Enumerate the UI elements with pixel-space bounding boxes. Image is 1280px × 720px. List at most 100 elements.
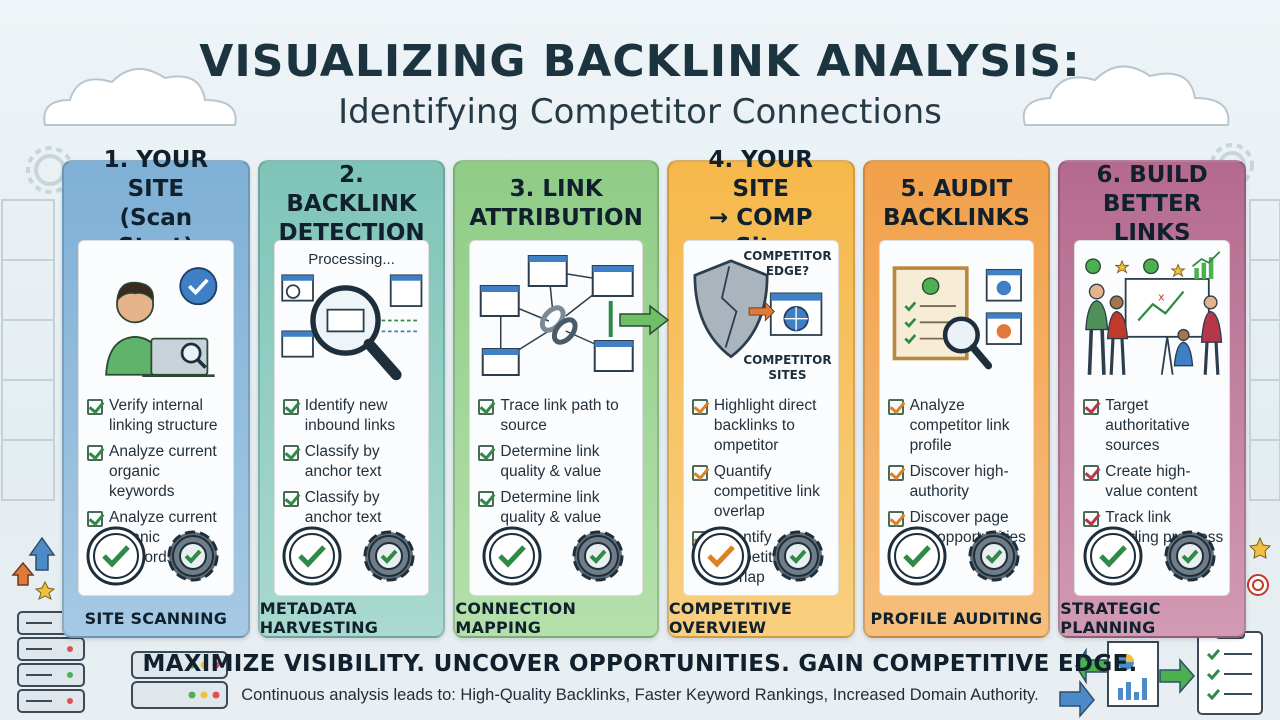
step-panel-competitor-site: 4. YOUR SITE → COMP Site COMPETITOR EDGE…	[666, 147, 855, 638]
certificate-icon	[892, 266, 1022, 370]
svg-text:x: x	[1158, 291, 1165, 304]
gear-check-icon	[363, 530, 415, 582]
step-panel-your-site: 1. YOUR SITE (Scan Start) Verify interna…	[62, 147, 250, 638]
checklist-item: Analyze current organic keywords	[87, 442, 229, 502]
step-badges	[684, 523, 838, 589]
step-body: Analyze competitor link profile Discover…	[878, 240, 1035, 596]
step-title: 4. YOUR SITE → COMP Site	[683, 147, 839, 260]
magnifier-icon	[281, 274, 423, 381]
page-subtitle: Identifying Competitor Connections	[338, 92, 942, 132]
star-right-icon	[1248, 536, 1272, 559]
checkbox-icon	[87, 445, 103, 461]
step-badges	[79, 523, 233, 589]
check-badge-icon	[282, 526, 342, 586]
check-badge-icon	[887, 526, 947, 586]
step-footer-label: PROFILE AUDITING	[870, 608, 1043, 628]
competitor-sites-line2: SITES	[768, 368, 807, 382]
checkbox-icon	[1083, 465, 1100, 481]
checklist-text: Create high-value content	[1105, 463, 1198, 500]
checklist-item: Verify internal linking structure	[87, 396, 229, 436]
checkbox-icon	[887, 511, 904, 527]
checklist-text: Trace link path to source	[500, 397, 619, 434]
step-footer-label: SITE SCANNING	[84, 608, 228, 628]
step-title-line1: 4. YOUR SITE	[708, 147, 813, 202]
checklist-text: Determine link quality & value	[500, 443, 602, 480]
checklist-text: Analyze current organic keywords	[109, 443, 217, 500]
checklist-item: Analyze competitor link profile	[887, 396, 1030, 456]
checklist-text: Identify new inbound links	[304, 397, 396, 434]
target-icon	[1247, 574, 1269, 596]
checklist-text: Determine link quality & value	[500, 489, 602, 526]
step-panel-backlink-detection: 2. BACKLINK DETECTION Processing... Iden…	[257, 160, 446, 638]
arrows-up-left-icon	[11, 536, 56, 600]
checkbox-icon	[478, 445, 495, 461]
checklist-text: Verify internal linking structure	[109, 397, 218, 434]
step-badges	[275, 523, 429, 589]
step-body: COMPETITOR EDGE? COMPETITOR SITES Highli…	[682, 240, 839, 596]
step-panel-build-links: 6. BUILD BETTER LINKS x	[1058, 160, 1246, 638]
step-title: 3. LINK ATTRIBUTION	[469, 172, 642, 236]
step-title-line2: BETTER LINKS	[1102, 190, 1202, 246]
bookshelf-left-icon	[1, 199, 55, 501]
checklist-item: Quantify competitive link overlap	[691, 462, 834, 522]
gear-check-icon	[167, 530, 219, 582]
check-badge-icon	[691, 526, 751, 586]
step-panel-link-attribution: 3. LINK ATTRIBUTION	[453, 160, 659, 638]
checkbox-icon	[1083, 511, 1100, 527]
step-title-line1: 3. LINK	[509, 176, 603, 202]
checklist-item: Trace link path to source	[478, 396, 637, 436]
step-footer-label: STRATEGIC PLANNING	[1060, 599, 1161, 637]
step-panel-audit-backlinks: 5. AUDIT BACKLINKS	[862, 160, 1051, 638]
page-title: VISUALIZING BACKLINK ANALYSIS:	[199, 36, 1081, 87]
checklist-item: Create high-value content	[1083, 462, 1225, 502]
link-network-icon	[480, 255, 635, 376]
competitor-edge-line1: COMPETITOR	[743, 249, 832, 263]
step-title-line2: ATTRIBUTION	[469, 205, 643, 231]
checkbox-icon	[478, 491, 495, 507]
checkbox-icon	[478, 399, 495, 415]
checkbox-icon	[282, 399, 299, 415]
checklist-item: Determine link quality & value	[478, 488, 637, 528]
gear-check-icon	[1164, 530, 1216, 582]
check-badge-icon	[86, 526, 146, 586]
checkbox-icon	[691, 399, 708, 415]
checklist-text: Analyze competitor link profile	[909, 397, 1010, 454]
checklist-text: Target authoritative sources	[1105, 397, 1190, 454]
checklist-text: Discover high-authority	[909, 463, 1009, 500]
checkbox-icon	[87, 511, 103, 527]
step-footer-label: COMPETITIVE OVERVIEW	[668, 599, 793, 637]
step-checklist: Highlight direct backlinks to ompetitor …	[691, 396, 834, 594]
step-checklist: Trace link path to source Determine link…	[478, 396, 637, 534]
competitor-edge-line2: EDGE?	[765, 264, 810, 278]
checkbox-icon	[282, 445, 299, 461]
step-title-line1: 5. AUDIT	[900, 176, 1013, 202]
checkbox-icon	[282, 491, 299, 507]
processing-label: Processing...	[308, 251, 395, 268]
summary-text: Continuous analysis leads to: High-Quali…	[241, 686, 1039, 704]
checklist-item: Classify by anchor text	[282, 442, 425, 482]
step-title-line1: 1. YOUR SITE	[103, 147, 209, 202]
step-title: 2. BACKLINK DETECTION	[274, 162, 430, 246]
checklist-item: Classify by anchor text	[282, 488, 425, 528]
step-title-line2: BACKLINKS	[882, 205, 1030, 231]
step-title: 5. AUDIT BACKLINKS	[879, 172, 1035, 236]
step-footer-label: CONNECTION MAPPING	[455, 599, 577, 637]
gear-check-icon	[772, 530, 824, 582]
step-body: x	[1074, 240, 1230, 596]
check-badge-icon	[1083, 526, 1143, 586]
shield-icon	[693, 259, 823, 359]
step-badges	[880, 523, 1034, 589]
step-checklist: Identify new inbound links Classify by a…	[282, 396, 425, 534]
step-body: Verify internal linking structure Analyz…	[78, 240, 234, 596]
step-footer-label: METADATA HARVESTING	[259, 599, 379, 637]
checkbox-icon	[887, 465, 904, 481]
process-steps: 1. YOUR SITE (Scan Start) Verify interna…	[62, 147, 1246, 638]
competitor-sites-line1: COMPETITOR	[743, 353, 832, 367]
check-badge-icon	[482, 526, 542, 586]
step-title-line1: 2. BACKLINK	[286, 161, 417, 217]
step-title: 6. BUILD BETTER LINKS	[1074, 162, 1230, 246]
checkbox-icon	[87, 399, 103, 415]
checklist-text: Classify by anchor text	[304, 489, 382, 526]
step-title-line1: 6. BUILD	[1096, 161, 1208, 188]
checklist-item: Highlight direct backlinks to ompetitor	[691, 396, 834, 456]
